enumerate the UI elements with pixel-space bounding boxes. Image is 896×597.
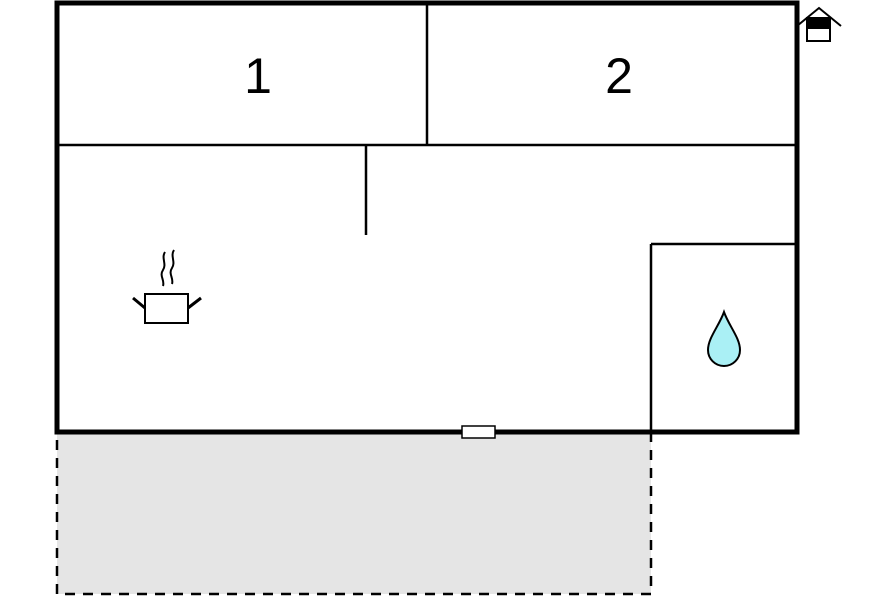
- room-number-1: 1: [244, 48, 272, 104]
- cooking-pot-icon: [132, 249, 202, 324]
- terrace-area: [55, 430, 653, 596]
- room-number-2: 2: [605, 48, 633, 104]
- door-marker: [461, 425, 496, 439]
- water-drop-icon: [706, 309, 742, 367]
- house-icon: [796, 6, 842, 42]
